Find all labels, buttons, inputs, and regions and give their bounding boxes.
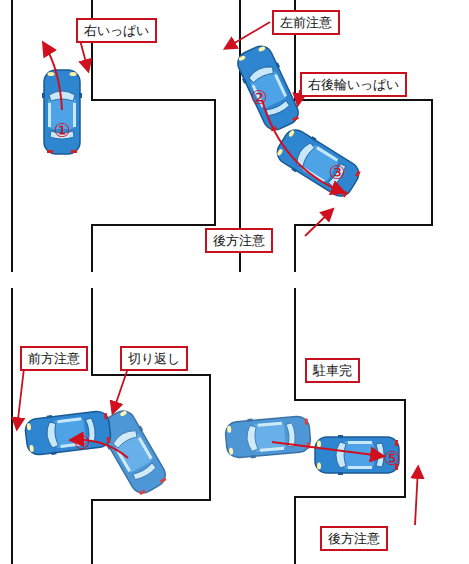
callout-box: 前方注意 <box>20 346 88 371</box>
callout-box: 駐車完 <box>305 358 360 383</box>
callout-box: 右いっぱい <box>76 18 157 43</box>
callout-text: 左前注意 <box>280 15 332 30</box>
step-number: ③ <box>328 163 345 182</box>
callout-text: 後方注意 <box>213 233 265 248</box>
callout-box: 左前注意 <box>272 10 340 35</box>
step-number: ④ <box>73 433 90 452</box>
callout-text: 前方注意 <box>28 351 80 366</box>
callout-text: 右いっぱい <box>84 23 149 38</box>
callout-text: 駐車完 <box>313 363 352 378</box>
callout-box: 切り返し <box>120 346 188 371</box>
callout-box: 後方注意 <box>205 228 273 253</box>
callout-box: 後方注意 <box>320 526 388 551</box>
step-number: ⑤ <box>383 449 400 468</box>
callout-text: 後方注意 <box>328 531 380 546</box>
callout-text: 右後輪いっぱい <box>308 77 399 92</box>
callout-box: 右後輪いっぱい <box>300 72 407 97</box>
step-number: ① <box>53 121 70 140</box>
step-number: ② <box>250 88 267 107</box>
callout-text: 切り返し <box>128 351 180 366</box>
